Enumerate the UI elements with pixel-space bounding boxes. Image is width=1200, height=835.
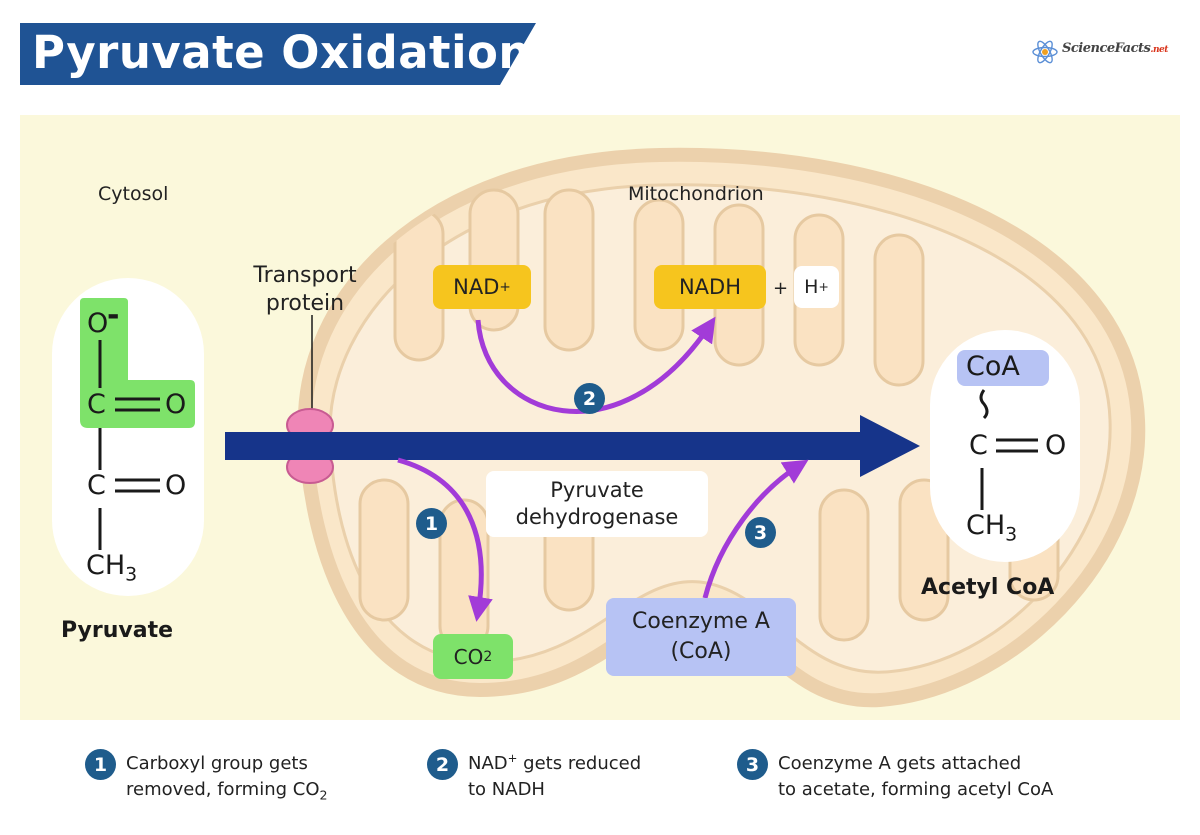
acetyl-coa-label: Acetyl CoA: [921, 575, 1055, 600]
coenzyme-a-chip: Coenzyme A (CoA): [606, 598, 796, 676]
logo-name: ScienceFacts: [1062, 41, 1151, 56]
acetyl-methyl: CH3: [966, 510, 1017, 544]
legend-1-line2-base: removed, forming CO: [126, 779, 320, 800]
atom-icon: [1032, 40, 1058, 64]
legend-1-line1: Carboxyl group gets: [126, 753, 308, 774]
mitochondrion-label: Mitochondrion: [628, 183, 764, 205]
plus-sign: +: [773, 278, 789, 299]
legend-2-sup: +: [507, 751, 518, 765]
pyruvate-oxygen-1: O: [165, 389, 187, 420]
logo-wordmark: ScienceFacts.net: [1062, 41, 1168, 56]
legend-2-rest: gets reduced: [517, 753, 642, 774]
acetyl-ch3-sub: 3: [1005, 523, 1018, 546]
acetyl-coa-group: CoA: [966, 351, 1020, 382]
logo-suffix: .net: [1150, 45, 1168, 55]
transport-line2: protein: [265, 291, 345, 316]
coa-highlight: [957, 350, 1049, 386]
legend-2-line2: to NADH: [468, 779, 545, 800]
transport-protein: [286, 315, 334, 484]
coenzyme-line2: (CoA): [670, 639, 732, 664]
legend-item-2: NAD+ gets reduced to NADH: [468, 751, 641, 803]
pyruvate-minus: -: [107, 298, 120, 333]
acetyl-carbon: C: [969, 430, 988, 461]
pyruvate-oxygen-2: O: [165, 470, 187, 501]
step-badge-3: 3: [745, 517, 776, 548]
acetyl-ch: CH: [966, 510, 1006, 541]
pyruvate-o-minus: O-: [87, 298, 119, 339]
reaction-arrow-2: [475, 316, 716, 414]
pyruvate-carbon-1: C: [87, 389, 106, 420]
transport-protein-label: Transport protein: [230, 262, 380, 318]
legend-item-1: Carboxyl group gets removed, forming CO2: [126, 751, 328, 803]
nad-base: NAD: [453, 275, 500, 299]
legend-badge-2: 2: [427, 749, 458, 780]
pyruvate-ch3-sub: 3: [125, 563, 138, 586]
pyruvate-label: Pyruvate: [61, 618, 174, 643]
transport-line1: Transport: [253, 263, 357, 288]
carboxyl-highlight: [80, 298, 195, 428]
title-banner: [20, 23, 536, 85]
legend-1-line2: removed, forming CO2: [126, 777, 328, 803]
page-title: Pyruvate Oxidation: [32, 26, 531, 79]
legend-3-line1: Coenzyme A gets attached: [778, 753, 1022, 774]
main-pathway-arrow: [225, 415, 920, 477]
acetyl-bonds: [979, 389, 1038, 510]
cytosol-label: Cytosol: [98, 183, 169, 205]
pyruvate-bonds: [98, 340, 160, 550]
legend-badge-3: 3: [737, 749, 768, 780]
legend-2-nad: NAD: [468, 753, 508, 774]
pyruvate-carbon-2: C: [87, 470, 106, 501]
enzyme-line2: dehydrogenase: [515, 505, 679, 529]
enzyme-label-box: Pyruvate dehydrogenase: [486, 471, 708, 537]
step-badge-2: 2: [574, 383, 605, 414]
legend-badge-1: 1: [85, 749, 116, 780]
reaction-arrow-3: [702, 459, 809, 599]
h-plus-chip: H+: [794, 266, 839, 308]
legend-1-line2-sub: 2: [319, 787, 328, 803]
reaction-arrow-1: [397, 457, 493, 622]
acetyl-oxygen: O: [1045, 430, 1067, 461]
step-badge-1: 1: [416, 508, 447, 539]
pyruvate-methyl: CH3: [86, 550, 137, 584]
legend-item-3: Coenzyme A gets attached to acetate, for…: [778, 751, 1053, 803]
legend-2-line1: NAD+ gets reduced: [468, 751, 641, 777]
h-base: H: [804, 276, 819, 298]
legend-3-line2: to acetate, forming acetyl CoA: [778, 779, 1054, 800]
pyruvate-ch: CH: [86, 550, 126, 581]
nad-plus-chip: NAD+: [433, 265, 531, 309]
acetyl-holder: [930, 330, 1080, 562]
nadh-chip: NADH: [654, 265, 766, 309]
pyruvate-o: O: [87, 308, 109, 339]
co2-base: CO: [453, 644, 484, 669]
coenzyme-line1: Coenzyme A: [632, 609, 770, 635]
enzyme-line1: Pyruvate: [550, 477, 644, 502]
